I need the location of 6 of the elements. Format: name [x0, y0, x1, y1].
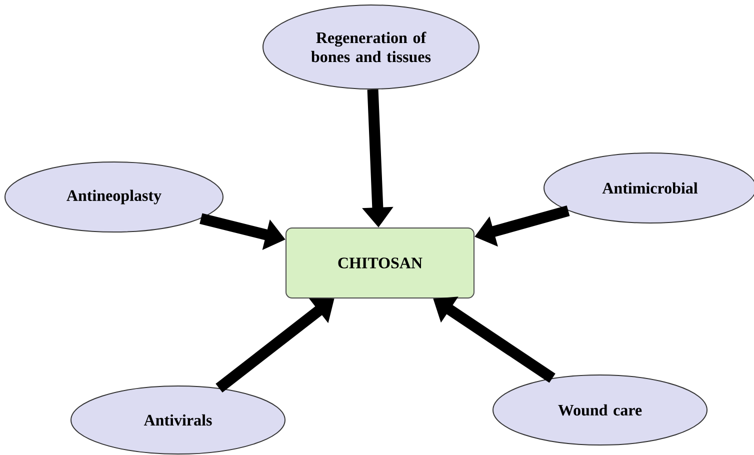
ellipse-node: Antineoplasty: [4, 162, 224, 232]
process-box: CHITOSAN: [286, 228, 474, 298]
ellipse-node: Antimicrobial: [544, 152, 754, 224]
ellipse-node: Regeneration of bones and tissues: [262, 4, 480, 90]
ellipse-node: Antivirals: [70, 386, 286, 454]
ellipse-node: Wound care: [492, 374, 708, 446]
